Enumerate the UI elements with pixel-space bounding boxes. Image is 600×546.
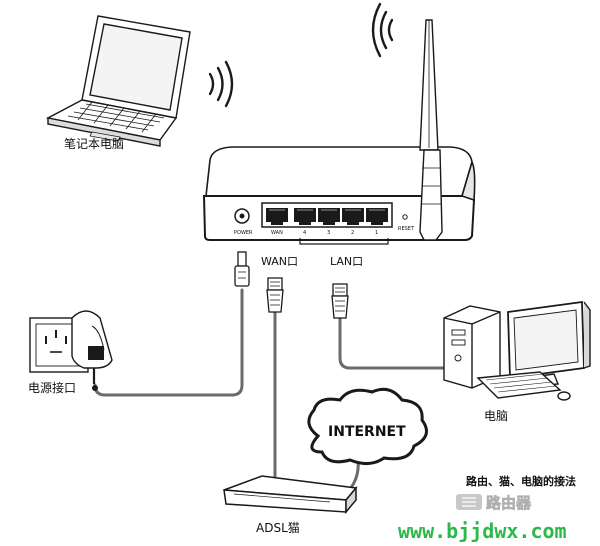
power-adapter — [71, 310, 113, 391]
power-socket-label: 电源接口 — [28, 380, 76, 395]
port-number-4: 4 — [303, 230, 306, 236]
reset-label: RESET — [398, 226, 415, 232]
power-cable — [93, 288, 244, 397]
power-jack — [234, 208, 250, 224]
laptop — [45, 15, 191, 147]
lan-port-4 — [294, 208, 316, 225]
router-wifi-icon — [371, 2, 394, 58]
ethernet-ports — [266, 208, 388, 225]
computer-label: 电脑 — [484, 409, 508, 423]
watermark-logo: 路由器 — [456, 494, 532, 512]
reset-button — [402, 214, 408, 220]
antenna — [419, 19, 443, 241]
port-number-1: 1 — [375, 230, 378, 236]
cables — [93, 288, 454, 497]
lan-port-2 — [342, 208, 364, 225]
internet-label: INTERNET — [328, 424, 406, 440]
adsl-modem — [223, 475, 358, 515]
port-number-3: 3 — [327, 230, 330, 236]
wan-panel-label: WAN — [271, 230, 283, 236]
website-url: www.bjjdwx.com — [398, 519, 567, 543]
diagram-caption: 路由、猫、电脑的接法 — [466, 474, 576, 488]
lan-port-1 — [366, 208, 388, 225]
port-number-2: 2 — [351, 230, 354, 236]
adsl-modem-label: ADSL猫 — [256, 521, 300, 535]
lan-bracket — [299, 238, 389, 245]
laptop-wifi-icon — [208, 60, 234, 108]
lan-port-label: LAN口 — [330, 255, 363, 268]
power-plug — [234, 251, 250, 287]
wan-plug — [266, 277, 284, 313]
lan-plug — [331, 283, 349, 319]
desktop-computer — [443, 300, 591, 401]
internet-cloud — [307, 387, 428, 465]
power-port-label: POWER — [234, 230, 253, 236]
wan-port-label: WAN口 — [261, 255, 298, 268]
watermark-text: 路由器 — [486, 494, 532, 512]
wan-port — [266, 208, 288, 225]
laptop-label: 笔记本电脑 — [64, 136, 124, 151]
lan-port-3 — [318, 208, 340, 225]
lan-cable — [338, 316, 454, 370]
